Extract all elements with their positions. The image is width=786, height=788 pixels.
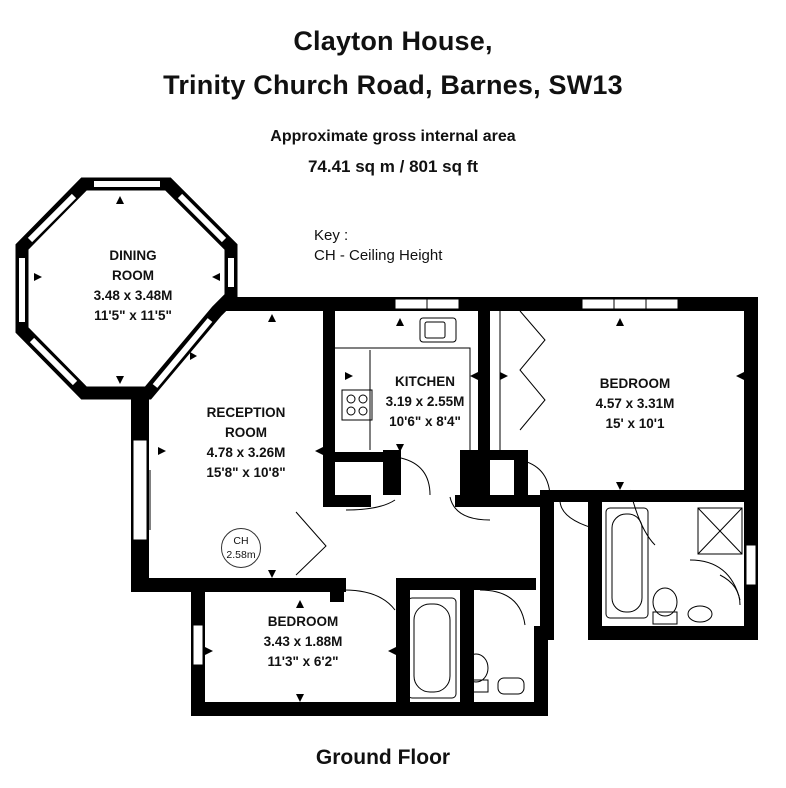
bedroom1-label: BEDROOM 4.57 x 3.31M 15' x 10'1 xyxy=(580,374,690,434)
bedroom2-name: BEDROOM xyxy=(267,614,339,629)
dining-room-label: DINING ROOM 3.48 x 3.48M 11'5" x 11'5" xyxy=(78,246,188,326)
property-title-line1: Clayton House, xyxy=(293,26,493,56)
ceiling-height-badge: CH 2.58m xyxy=(221,528,261,568)
kitchen-fittings xyxy=(335,317,471,452)
dining-room-walls xyxy=(15,177,238,400)
bedroom2-label: BEDROOM 3.43 x 1.88M 11'3" x 6'2" xyxy=(248,612,358,672)
kitchen-name: KITCHEN xyxy=(395,374,455,389)
bedroom1-metric: 4.57 x 3.31M xyxy=(595,396,675,411)
property-title-line2: Trinity Church Road, Barnes, SW13 xyxy=(163,70,623,100)
key-title: Key : xyxy=(314,227,349,244)
dining-room-imperial: 11'5" x 11'5" xyxy=(94,308,172,323)
bedroom1-imperial: 15' x 10'1 xyxy=(605,416,665,431)
area-label: Approximate gross internal area xyxy=(270,128,516,145)
reception-room-name-2: ROOM xyxy=(225,425,267,440)
reception-room-imperial: 15'8" x 10'8" xyxy=(206,465,286,480)
reception-room-label: RECEPTION ROOM 4.78 x 3.26M 15'8" x 10'8… xyxy=(190,403,302,483)
key-entry: CH - Ceiling Height xyxy=(314,247,443,264)
dimension-markers xyxy=(34,196,744,702)
ceiling-height-value: 2.58m xyxy=(226,549,256,561)
dining-room-name-1: DINING xyxy=(109,248,157,263)
outer-walls xyxy=(131,297,758,716)
dining-room-metric: 3.48 x 3.48M xyxy=(93,288,173,303)
kitchen-metric: 3.19 x 2.55M xyxy=(385,394,465,409)
floor-label: Ground Floor xyxy=(315,746,451,769)
bathroom-fittings xyxy=(407,597,525,699)
reception-room-metric: 4.78 x 3.26M xyxy=(206,445,286,460)
dining-room-name-2: ROOM xyxy=(112,268,154,283)
ceiling-height-label: CH xyxy=(233,535,249,547)
reception-room-name-1: RECEPTION xyxy=(206,405,286,420)
ensuite-fittings xyxy=(605,507,743,625)
area-value: 74.41 sq m / 801 sq ft xyxy=(307,157,479,176)
bedroom1-name: BEDROOM xyxy=(599,376,671,391)
bedroom2-metric: 3.43 x 1.88M xyxy=(263,634,343,649)
wardrobe xyxy=(499,310,546,450)
bedroom2-imperial: 11'3" x 6'2" xyxy=(267,654,339,669)
kitchen-label: KITCHEN 3.19 x 2.55M 10'6" x 8'4" xyxy=(370,372,480,432)
kitchen-imperial: 10'6" x 8'4" xyxy=(389,414,461,429)
